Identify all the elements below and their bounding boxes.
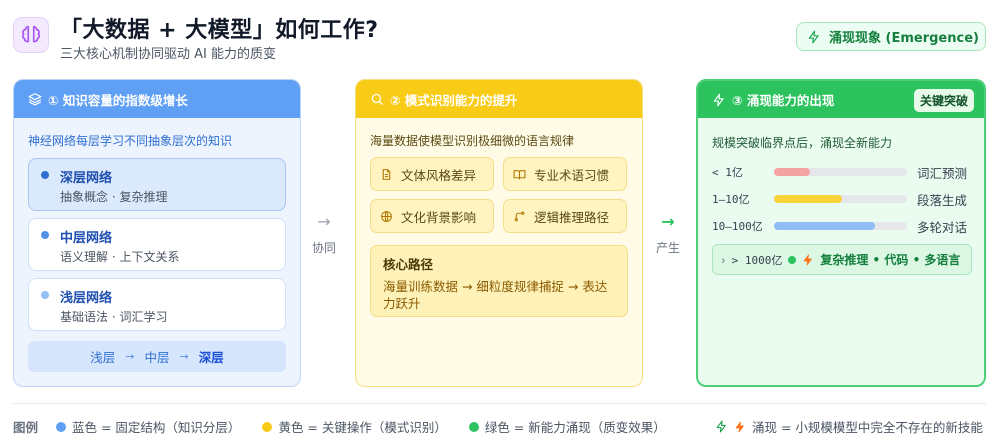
connector-synergy-label: 协同 xyxy=(312,241,337,255)
pattern-recognition-title: ② 模式识别能力的提升 xyxy=(390,92,518,108)
emergence-badge: 涌现现象 (Emergence) xyxy=(796,22,986,51)
scale-row-track xyxy=(774,222,907,230)
page-subtitle: 三大核心机制协同驱动 AI 能力的质变 xyxy=(60,47,276,62)
search-icon xyxy=(371,93,383,105)
legend-title: 图例 xyxy=(13,420,39,435)
emergence-badge-label: 涌现现象 (Emergence) xyxy=(829,31,979,46)
legend-item-green: 绿色 = 新能力涌现（质变效果） xyxy=(468,417,666,436)
book-icon xyxy=(513,169,526,179)
scale-row-label: 1–10亿 xyxy=(712,193,750,206)
legend-item-text: 黄色 = 关键操作（模式识别） xyxy=(278,420,447,435)
legend: 图例 蓝色 = 固定结构（知识分层） 黄色 = 关键操作（模式识别） 绿色 = … xyxy=(13,417,688,436)
knowledge-capacity-title: ① 知识容量的指数级增长 xyxy=(48,92,188,108)
flow-arrow-icon: → xyxy=(179,350,189,363)
legend-emergence-note: 涌现 = 小规模模型中完全不存在的新技能 xyxy=(715,417,983,436)
tile-culture-label: 文化背景影响 xyxy=(401,209,477,225)
legend-item-text: 绿色 = 新能力涌现（质变效果） xyxy=(484,420,666,435)
tile-terminology-label: 专业术语习惯 xyxy=(534,167,610,183)
shallow-layer-name: 浅层网络 xyxy=(60,291,113,306)
scale-row-desc: 段落生成 xyxy=(917,192,968,208)
connector-produce-label: 产生 xyxy=(656,241,681,255)
layer-flow: 浅层 → 中层 → 深层 xyxy=(28,341,286,372)
threshold-dot xyxy=(788,255,797,264)
core-path-desc: 海量训练数据 → 细粒度规律捕捉 → 表达力跃升 xyxy=(383,279,608,311)
flow-step-shallow: 浅层 xyxy=(90,350,116,365)
threshold-row: › > 1000亿 复杂推理 • 代码 • 多语言 xyxy=(712,244,972,275)
scale-row-fill xyxy=(774,168,810,176)
connector-produce: → 产生 xyxy=(656,212,680,256)
shallow-layer-dot xyxy=(41,291,49,299)
deep-layer-card: 深层网络 抽象概念 · 复杂推理 xyxy=(28,158,286,211)
connector-synergy: → 协同 xyxy=(312,212,336,256)
core-path-box: 核心路径 海量训练数据 → 细粒度规律捕捉 → 表达力跃升 xyxy=(370,245,628,317)
lightning-icon xyxy=(803,254,813,265)
lightning-icon xyxy=(735,421,744,432)
layers-icon xyxy=(28,93,42,106)
legend-emergence-text: 涌现 = 小规模模型中完全不存在的新技能 xyxy=(752,420,983,435)
threshold-label: > 1000亿 xyxy=(731,253,783,267)
scale-row-label: 10–100亿 xyxy=(712,220,763,233)
tile-writing-style: 文体风格差异 xyxy=(370,157,494,191)
lightning-icon xyxy=(716,420,726,433)
globe-icon xyxy=(381,210,392,222)
scale-row: < 1亿 词汇预测 xyxy=(712,164,974,181)
arrow-right-icon: → xyxy=(317,212,331,231)
lightning-icon xyxy=(808,30,819,43)
scale-row-track xyxy=(774,195,907,203)
scale-row-track xyxy=(774,168,907,176)
branch-icon xyxy=(514,211,525,221)
knowledge-capacity-panel: ① 知识容量的指数级增长 神经网络每层学习不同抽象层次的知识 深层网络 抽象概念… xyxy=(13,79,301,387)
pattern-recognition-header: ② 模式识别能力的提升 xyxy=(356,80,642,118)
chevron-right-icon: › xyxy=(721,252,726,267)
pattern-recognition-panel: ② 模式识别能力的提升 海量数据使模型识别极细微的语言规律 文体风格差异 专业术… xyxy=(355,79,643,387)
document-icon xyxy=(382,168,391,180)
emergence-title: ③ 涌现能力的出现 xyxy=(732,93,835,108)
pattern-recognition-intro: 海量数据使模型识别极细微的语言规律 xyxy=(370,134,575,148)
emergence-panel: ③ 涌现能力的出现 关键突破 规模突破临界点后，涌现全新能力 < 1亿 词汇预测… xyxy=(696,79,986,387)
flow-step-deep: 深层 xyxy=(198,350,224,365)
flow-step-middle: 中层 xyxy=(144,350,170,365)
tile-reasoning-label: 逻辑推理路径 xyxy=(534,209,610,225)
tile-writing-style-label: 文体风格差异 xyxy=(401,167,477,183)
threshold-text: 复杂推理 • 代码 • 多语言 xyxy=(820,253,961,267)
knowledge-capacity-header: ① 知识容量的指数级增长 xyxy=(14,80,300,118)
deep-layer-name: 深层网络 xyxy=(60,171,113,186)
legend-item-yellow: 黄色 = 关键操作（模式识别） xyxy=(262,417,447,436)
legend-item-text: 蓝色 = 固定结构（知识分层） xyxy=(72,420,241,435)
tile-terminology: 专业术语习惯 xyxy=(503,157,627,191)
legend-dot xyxy=(468,421,479,432)
arrow-right-icon: → xyxy=(661,212,675,231)
deep-layer-dot xyxy=(41,171,49,179)
emergence-header: ③ 涌现能力的出现 关键突破 xyxy=(698,81,984,118)
scale-row: 10–100亿 多轮对话 xyxy=(712,218,974,235)
tile-culture: 文化背景影响 xyxy=(370,199,494,233)
scale-row-fill xyxy=(774,195,842,203)
middle-layer-card: 中层网络 语义理解 · 上下文关系 xyxy=(28,218,286,271)
scale-row-desc: 多轮对话 xyxy=(917,219,968,235)
page-title: 「大数据 + 大模型」如何工作? xyxy=(60,18,379,43)
middle-layer-name: 中层网络 xyxy=(60,231,113,246)
brain-logo-icon xyxy=(13,17,49,53)
core-path-title: 核心路径 xyxy=(383,257,434,272)
scale-row: 1–10亿 段落生成 xyxy=(712,191,974,208)
scale-row-label: < 1亿 xyxy=(712,166,743,179)
scale-row-fill xyxy=(774,222,876,230)
emergence-intro: 规模突破临界点后，涌现全新能力 xyxy=(712,136,893,150)
deep-layer-desc: 抽象概念 · 复杂推理 xyxy=(60,190,168,204)
shallow-layer-desc: 基础语法 · 词汇学习 xyxy=(60,310,168,324)
tile-reasoning: 逻辑推理路径 xyxy=(503,199,627,233)
shallow-layer-card: 浅层网络 基础语法 · 词汇学习 xyxy=(28,278,286,331)
lightning-icon xyxy=(713,93,724,106)
scale-row-desc: 词汇预测 xyxy=(917,165,968,181)
legend-divider xyxy=(13,403,986,404)
legend-dot xyxy=(56,421,67,432)
middle-layer-dot xyxy=(41,231,49,239)
middle-layer-desc: 语义理解 · 上下文关系 xyxy=(60,250,180,264)
legend-item-blue: 蓝色 = 固定结构（知识分层） xyxy=(56,417,240,436)
flow-arrow-icon: → xyxy=(125,350,135,363)
key-breakthrough-badge: 关键突破 xyxy=(913,89,974,112)
legend-dot xyxy=(262,421,273,432)
knowledge-capacity-intro: 神经网络每层学习不同抽象层次的知识 xyxy=(28,134,233,148)
